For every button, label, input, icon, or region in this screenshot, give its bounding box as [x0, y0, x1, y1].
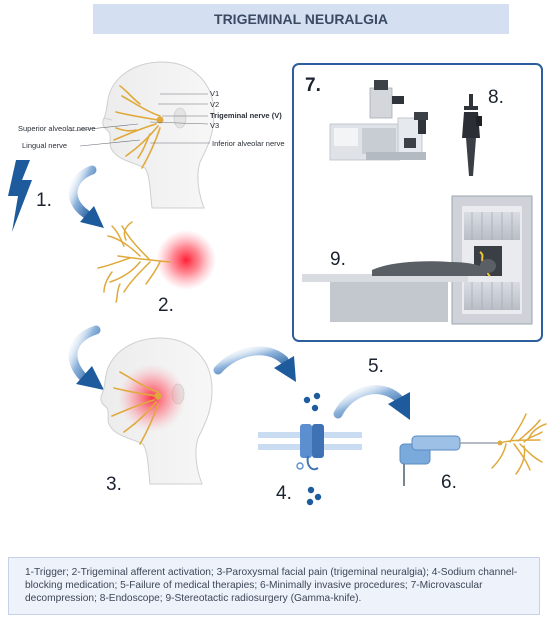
gamma-knife-machine-icon	[302, 195, 533, 325]
label-trigeminal-nerve: Trigeminal nerve (V)	[210, 111, 282, 120]
label-v2: V2	[210, 100, 219, 109]
step-4-label: 4.	[276, 483, 292, 504]
page-title: TRIGEMINAL NEURALGIA	[93, 4, 509, 34]
label-v3: V3	[210, 121, 219, 130]
curved-arrow-icon	[68, 325, 104, 390]
label-v1: V1	[210, 89, 219, 98]
sodium-channel-illustration	[258, 392, 362, 506]
step-1-label: 1.	[36, 190, 52, 211]
step-7-label: 7.	[305, 75, 321, 96]
figure-caption: 1-Trigger; 2-Trigeminal afferent activat…	[8, 557, 540, 615]
step-9-label: 9.	[330, 249, 346, 270]
step-3-label: 3.	[106, 474, 122, 495]
label-inferior-alveolar-nerve: Inferior alveolar nerve	[212, 139, 285, 148]
trigeminal-ganglion-nerve	[491, 413, 547, 475]
minimally-invasive-probe-illustration	[399, 435, 500, 486]
head-anatomy-illustration: V1 V2 Trigeminal nerve (V) V3 Superior a…	[18, 61, 285, 209]
curved-arrow-icon	[213, 346, 296, 382]
afferent-nerve-illustration	[97, 221, 216, 303]
step-5-label: 5.	[368, 356, 384, 377]
trigeminal-nerve-branches	[113, 85, 164, 169]
endoscope-icon	[462, 94, 482, 176]
label-lingual-nerve: Lingual nerve	[22, 141, 67, 150]
step-8-label: 8.	[488, 87, 504, 108]
step-6-label: 6.	[441, 472, 457, 493]
facial-pain-illustration	[100, 337, 213, 485]
lightning-bolt-icon	[8, 160, 32, 232]
label-superior-alveolar-nerve: Superior alveolar nerve	[18, 124, 96, 133]
surgical-microscope-icon	[329, 80, 428, 161]
curved-arrow-icon	[68, 165, 104, 228]
curved-arrow-icon	[333, 385, 410, 420]
step-2-label: 2.	[158, 295, 174, 316]
